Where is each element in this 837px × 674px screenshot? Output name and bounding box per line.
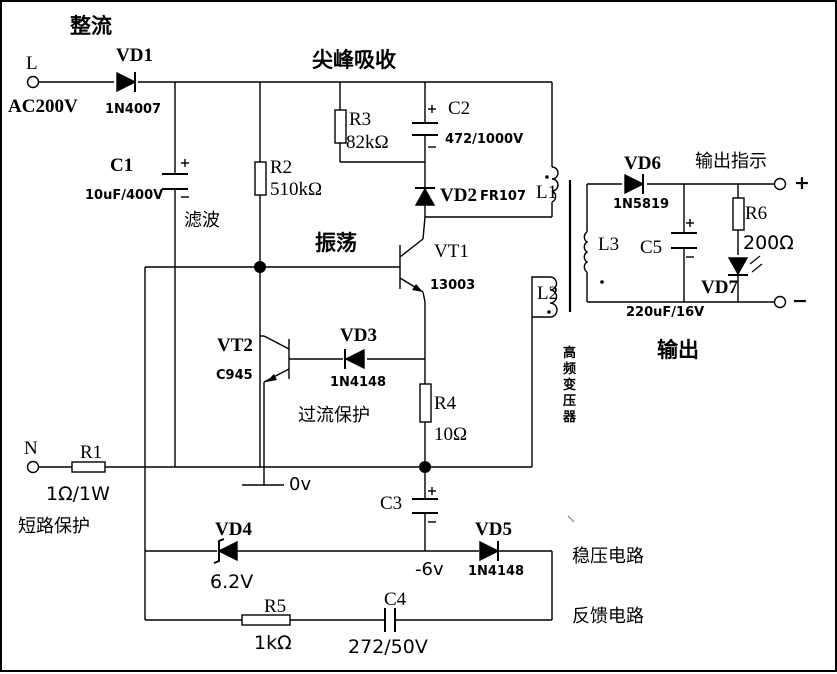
output-indicator-label: 输出指示: [695, 151, 767, 172]
overcurrent-label: 过流保护: [298, 405, 370, 426]
filter-label: 滤波: [184, 210, 220, 231]
r3-label: R3: [349, 109, 372, 130]
vd1-value: 1N4007: [105, 102, 162, 117]
vd6-label: VD6: [624, 153, 661, 174]
output-label: 输出: [657, 338, 699, 362]
r5-value: 1kΩ: [254, 632, 292, 654]
terminal-n-label: N: [24, 438, 38, 459]
vt2-label: VT2: [217, 335, 253, 356]
vd4-label: VD4: [215, 519, 252, 540]
c2-label: C2: [448, 98, 471, 119]
vt2-value: C945: [216, 368, 253, 383]
vd7-label: VD7: [701, 277, 738, 298]
short-circuit-label: 短路保护: [18, 516, 90, 537]
c3-label: C3: [380, 493, 403, 514]
feedback-label: 反馈电路: [572, 606, 644, 627]
r2-label: R2: [270, 157, 293, 178]
ac-input-label: AC200V: [8, 96, 78, 117]
r3-value: 82kΩ: [346, 132, 389, 153]
r1-label: R1: [80, 442, 103, 463]
r6-label: R6: [745, 203, 768, 224]
vd3-label: VD3: [340, 325, 377, 346]
vt1-value: 13003: [430, 278, 476, 293]
terminal-l-label: L: [26, 53, 38, 74]
neg6v-label: -6v: [415, 559, 444, 580]
spike-absorb-label: 尖峰吸收: [312, 48, 396, 72]
c5-value: 220uF/16V: [626, 305, 705, 320]
r1-value: 1Ω/1W: [46, 483, 110, 505]
r5-label: R5: [264, 596, 287, 617]
regulator-label: 稳压电路: [572, 546, 644, 567]
r2-value: 510kΩ: [270, 179, 323, 200]
vd5-label: VD5: [475, 519, 512, 540]
vd2-value: FR107: [480, 189, 527, 204]
plus-label: +: [794, 172, 810, 194]
minus-label: −: [792, 290, 808, 312]
r4-value: 10Ω: [434, 424, 468, 445]
r6-value: 200Ω: [743, 232, 794, 254]
vd5-value: 1N4148: [468, 564, 525, 579]
vt1-label: VT1: [434, 241, 469, 262]
zero-volt-label: 0v: [289, 474, 312, 495]
transformer-label: 高频变压器: [563, 346, 577, 425]
c1-value: 10uF/400V: [85, 188, 164, 203]
c1-label: C1: [110, 155, 134, 176]
c4-value: 272/50V: [348, 636, 428, 658]
vd6-value: 1N5819: [613, 197, 670, 212]
vd1-label: VD1: [116, 45, 153, 66]
vd4-value: 6.2V: [210, 571, 254, 593]
vd2-label: VD2: [440, 185, 477, 206]
c5-label: C5: [640, 237, 663, 258]
c4-label: C4: [384, 589, 407, 610]
l1-label: L1: [536, 182, 558, 203]
l3-label: L3: [598, 234, 620, 255]
rectify-label: 整流: [70, 14, 112, 38]
vd3-value: 1N4148: [330, 375, 387, 390]
oscillation-label: 振荡: [315, 231, 357, 255]
l2-label: L2: [537, 283, 559, 304]
c2-value: 472/1000V: [445, 132, 524, 147]
r4-label: R4: [434, 393, 457, 414]
